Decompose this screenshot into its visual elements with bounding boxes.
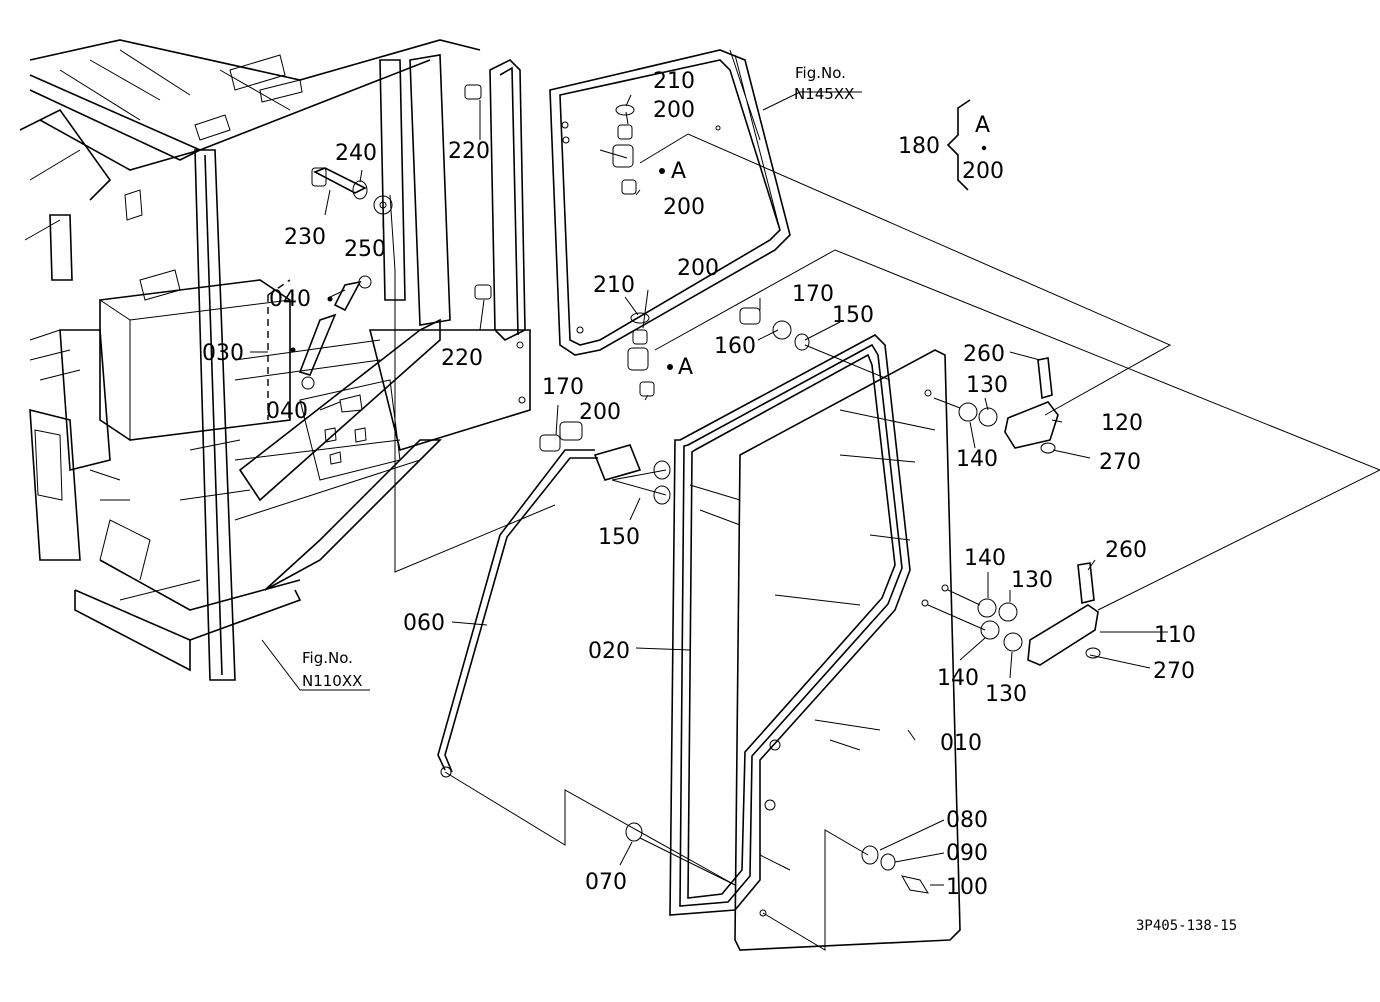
door-glass-010	[734, 349, 961, 951]
callout-100: 100	[946, 875, 988, 900]
callout-170-lower: 170	[542, 375, 584, 400]
callout-150-lower: 150	[598, 525, 640, 550]
callout-200-top-2: 200	[663, 195, 705, 220]
callouts: 210 200 A 200 220 240 230 250 210 200 A …	[202, 69, 1196, 900]
door-rod-060	[437, 444, 642, 778]
callout-020: 020	[588, 639, 630, 664]
kit-legend: 180 A 200	[898, 99, 1004, 191]
callout-200-top-1: 200	[653, 98, 695, 123]
callout-250: 250	[344, 237, 386, 262]
callout-200-lower-2: 200	[579, 400, 621, 425]
fig-ref-top-line2: N145XX	[794, 85, 854, 103]
callout-210-lower: 210	[593, 273, 635, 298]
door-seal-020	[669, 334, 911, 916]
callout-140-bottom: 140	[937, 666, 979, 691]
callout-220-top: 220	[448, 139, 490, 164]
callout-200-lower-1: 200	[677, 256, 719, 281]
callout-010: 010	[940, 731, 982, 756]
callout-070: 070	[585, 870, 627, 895]
callout-090: 090	[946, 841, 988, 866]
callout-140-top: 140	[956, 447, 998, 472]
callout-030: 030	[202, 341, 244, 366]
fig-ref-top: Fig.No. N145XX	[794, 64, 854, 103]
callout-040-bottom: 040	[266, 399, 308, 424]
callout-080: 080	[946, 808, 988, 833]
callout-220-lower: 220	[441, 346, 483, 371]
callout-130-bottom: 130	[985, 682, 1027, 707]
callout-230: 230	[284, 225, 326, 250]
callout-240: 240	[335, 141, 377, 166]
legend-number: 180	[898, 134, 940, 159]
callout-160: 160	[714, 334, 756, 359]
legend-sub: 200	[962, 159, 1004, 184]
rear-window-frame	[489, 49, 791, 356]
callout-130-mid: 130	[1011, 568, 1053, 593]
fig-ref-bottom-line2: N110XX	[302, 672, 362, 690]
fig-ref-top-line1: Fig.No.	[795, 64, 846, 82]
callout-110: 110	[1154, 623, 1196, 648]
callout-060: 060	[403, 611, 445, 636]
callout-210-top: 210	[653, 69, 695, 94]
fig-ref-bottom: Fig.No. N110XX	[302, 649, 362, 690]
callout-270-top: 270	[1099, 450, 1141, 475]
callout-120: 120	[1101, 411, 1143, 436]
callout-260-lower: 260	[1105, 538, 1147, 563]
callout-140-mid: 140	[964, 546, 1006, 571]
callout-a-lower: A	[678, 355, 693, 380]
callout-040-top: 040	[269, 287, 311, 312]
callout-130-top: 130	[966, 373, 1008, 398]
leader-lines	[250, 91, 1380, 951]
callout-150-top: 150	[832, 303, 874, 328]
callout-170-top: 170	[792, 282, 834, 307]
hardware	[311, 84, 1101, 894]
legend-letter: A	[975, 113, 990, 138]
gas-strut-030	[267, 275, 372, 465]
diagram-code: 3P405-138-15	[1136, 918, 1237, 934]
callout-260-top: 260	[963, 342, 1005, 367]
fig-ref-bottom-line1: Fig.No.	[302, 649, 353, 667]
callout-270-lower: 270	[1153, 659, 1195, 684]
callout-a-top: A	[671, 159, 686, 184]
